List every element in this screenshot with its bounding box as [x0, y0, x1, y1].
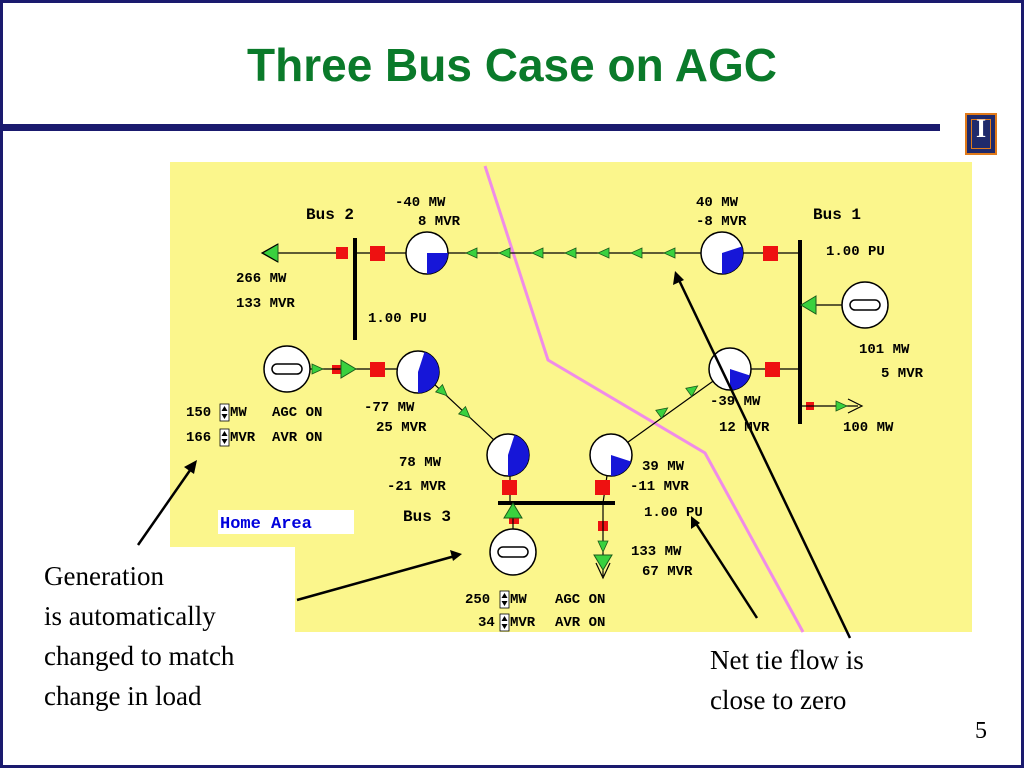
- flow-mvr-label: -21 MVR: [387, 479, 446, 495]
- mw-spinner[interactable]: [219, 403, 230, 422]
- generator-bus2[interactable]: [263, 345, 311, 393]
- callout-arrow-left-2: [296, 554, 456, 602]
- bus2-voltage: 1.00 PU: [368, 311, 427, 327]
- home-area-box: [218, 510, 354, 534]
- flow-mw-label: -77 MW: [364, 400, 415, 416]
- home-area-link[interactable]: Home Area: [220, 515, 312, 534]
- breaker[interactable]: [763, 246, 778, 261]
- bus1-label: Bus 1: [813, 206, 861, 224]
- callout-arrow-right-2: [693, 521, 759, 619]
- gen-mw-label: 101 MW: [859, 342, 910, 358]
- tie-flow-caption: Net tie flow is close to zero: [710, 645, 864, 715]
- callout-arrow-right-1: [676, 277, 852, 639]
- flow-mvr-label: -11 MVR: [630, 479, 689, 495]
- flow-mvr-label: 12 MVR: [719, 420, 770, 436]
- breaker[interactable]: [595, 480, 610, 495]
- page-number: 5: [975, 718, 987, 744]
- flow-pie: [405, 231, 449, 275]
- breaker[interactable]: [502, 480, 517, 495]
- gen-mvr-unit: MVR: [230, 430, 256, 446]
- gen-mw-unit: MW: [230, 405, 247, 421]
- gen-mvr-value: 34: [478, 615, 495, 631]
- gen-mvr-value: 166: [186, 430, 211, 446]
- pie-slice: [611, 455, 631, 476]
- mw-spinner[interactable]: [499, 590, 510, 609]
- load-mw-label: 133 MW: [631, 544, 682, 560]
- pie-slice: [427, 253, 448, 274]
- flow-pie: [700, 231, 744, 275]
- flow-pie: [589, 433, 633, 477]
- flow-pie: [396, 350, 440, 394]
- load-mvr-label: 67 MVR: [642, 564, 693, 580]
- flow-mw-label: 39 MW: [642, 459, 685, 475]
- breaker[interactable]: [765, 362, 780, 377]
- logo-letter: I: [975, 114, 987, 143]
- gen-mw-value: 250: [465, 592, 490, 608]
- slide-title: Three Bus Case on AGC: [247, 39, 777, 91]
- load-mw-label: 266 MW: [236, 271, 287, 287]
- university-logo: I: [965, 113, 997, 155]
- avr-status[interactable]: AVR ON: [272, 430, 322, 446]
- bus3-label: Bus 3: [403, 508, 451, 526]
- flow-mw-label: -39 MW: [710, 394, 761, 410]
- callout-arrow-left-1: [136, 465, 195, 546]
- mvr-spinner[interactable]: [219, 428, 230, 447]
- pie-slice: [418, 352, 440, 394]
- breaker[interactable]: [370, 362, 385, 377]
- mvr-spinner[interactable]: [499, 613, 510, 632]
- area-boundary-line: [483, 165, 805, 633]
- gen-mvr-unit: MVR: [510, 615, 536, 631]
- breaker[interactable]: [370, 246, 385, 261]
- flow-mvr-label: -8 MVR: [696, 214, 747, 230]
- pie-slice: [730, 369, 750, 390]
- flow-mvr-label: 8 MVR: [418, 214, 461, 230]
- flow-mw-label: 40 MW: [696, 195, 739, 211]
- flow-mw-label: -40 MW: [395, 195, 446, 211]
- gen-mvr-label: 5 MVR: [881, 366, 924, 382]
- bus3-voltage: 1.00 PU: [644, 505, 703, 521]
- agc-status[interactable]: AGC ON: [272, 405, 322, 421]
- agc-status[interactable]: AGC ON: [555, 592, 605, 608]
- pie-slice: [722, 246, 744, 274]
- bus1-voltage: 1.00 PU: [826, 244, 885, 260]
- diagram-background: [170, 162, 972, 632]
- gen-mw-unit: MW: [510, 592, 527, 608]
- load-mvr-label: 133 MVR: [236, 296, 295, 312]
- generator-bus3[interactable]: [489, 528, 537, 576]
- flow-pie: [486, 433, 530, 477]
- title-underline: [3, 124, 940, 131]
- breaker[interactable]: [509, 514, 519, 524]
- breaker[interactable]: [336, 247, 348, 259]
- load-mw-label: 100 MW: [843, 420, 894, 436]
- flow-mvr-label: 25 MVR: [376, 420, 427, 436]
- generator-bus1[interactable]: [841, 281, 889, 329]
- avr-status[interactable]: AVR ON: [555, 615, 605, 631]
- generation-caption: Generation is automatically changed to m…: [44, 561, 235, 711]
- pie-slice: [508, 435, 530, 476]
- gen-mw-value: 150: [186, 405, 211, 421]
- flow-pie: [708, 347, 752, 391]
- bus2-label: Bus 2: [306, 206, 354, 224]
- flow-mw-label: 78 MW: [399, 455, 442, 471]
